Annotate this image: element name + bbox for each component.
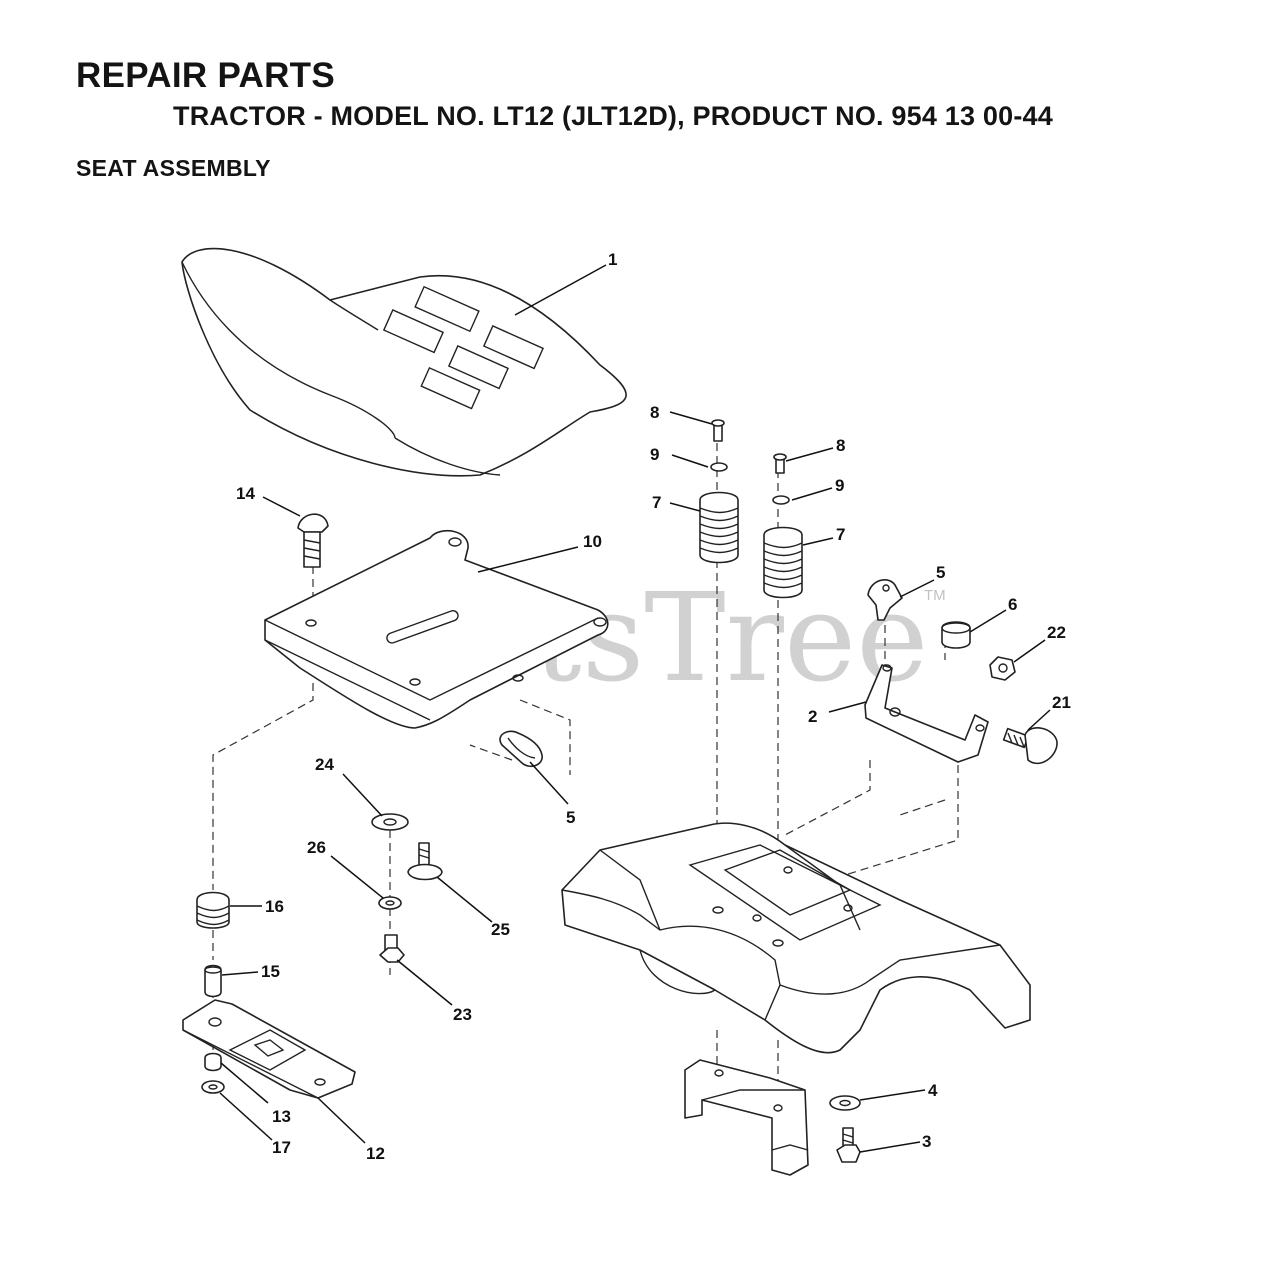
callout-7-left: 7 (652, 493, 661, 512)
callout-15: 15 (261, 962, 280, 981)
callout-26: 26 (307, 838, 326, 857)
spring-part-16 (196, 891, 230, 929)
callout-13: 13 (272, 1107, 291, 1126)
seat-part-1 (181, 247, 627, 477)
model-subtitle: TRACTOR - MODEL NO. LT12 (JLT12D), PRODU… (173, 101, 1053, 131)
callout-labels: 1 8 9 7 8 9 7 14 10 5 6 22 2 21 5 24 26 … (236, 250, 1071, 1163)
callout-5-left: 5 (566, 808, 575, 827)
callout-7-right: 7 (836, 525, 845, 544)
screw-part-25 (407, 842, 443, 881)
washer-part-24 (371, 813, 409, 831)
bolt-washer-spring-stack-left (699, 419, 739, 564)
callout-14: 14 (236, 484, 255, 503)
bushing-part-6 (941, 621, 971, 649)
callout-24: 24 (315, 755, 334, 774)
lock-washer-part-26 (378, 896, 402, 910)
callout-21: 21 (1052, 693, 1071, 712)
bolt-part-23 (379, 934, 405, 963)
seat-pan-part-10 (264, 530, 609, 729)
callout-8-right: 8 (836, 436, 845, 455)
callout-12: 12 (366, 1144, 385, 1163)
callout-9-right: 9 (835, 476, 844, 495)
watermark-trademark: TM (924, 587, 946, 604)
washer-part-17 (201, 1080, 225, 1094)
clip-part-5-right (867, 579, 903, 621)
mount-bracket (684, 1059, 809, 1176)
bolt-washer-spring-stack-right (763, 453, 803, 599)
washer-part-4 (829, 1095, 861, 1111)
callout-6: 6 (1008, 595, 1017, 614)
leader-lines (219, 264, 1051, 1153)
callout-4: 4 (928, 1081, 938, 1100)
tractor-frame (561, 822, 1031, 1054)
clip-part-5-left (499, 730, 543, 767)
knob-part-21 (1002, 727, 1058, 765)
callout-17: 17 (272, 1138, 291, 1157)
callout-22: 22 (1047, 623, 1066, 642)
bracket-part-2 (864, 664, 989, 763)
page-title: REPAIR PARTS (76, 56, 335, 95)
plate-part-12 (182, 999, 356, 1099)
callout-3: 3 (922, 1132, 931, 1151)
callout-5-right: 5 (936, 563, 945, 582)
callout-23: 23 (453, 1005, 472, 1024)
callout-9-left: 9 (650, 445, 659, 464)
callout-1: 1 (608, 250, 617, 269)
carriage-bolt-part-14 (297, 513, 329, 568)
section-title: SEAT ASSEMBLY (76, 155, 271, 181)
spacer-part-15 (204, 964, 222, 998)
callout-2: 2 (808, 707, 817, 726)
callout-10: 10 (583, 532, 602, 551)
callout-16: 16 (265, 897, 284, 916)
nut-part-13 (204, 1052, 222, 1072)
nut-part-22 (989, 656, 1016, 681)
bolt-part-3 (836, 1127, 861, 1163)
callout-25: 25 (491, 920, 510, 939)
callout-8-left: 8 (650, 403, 659, 422)
